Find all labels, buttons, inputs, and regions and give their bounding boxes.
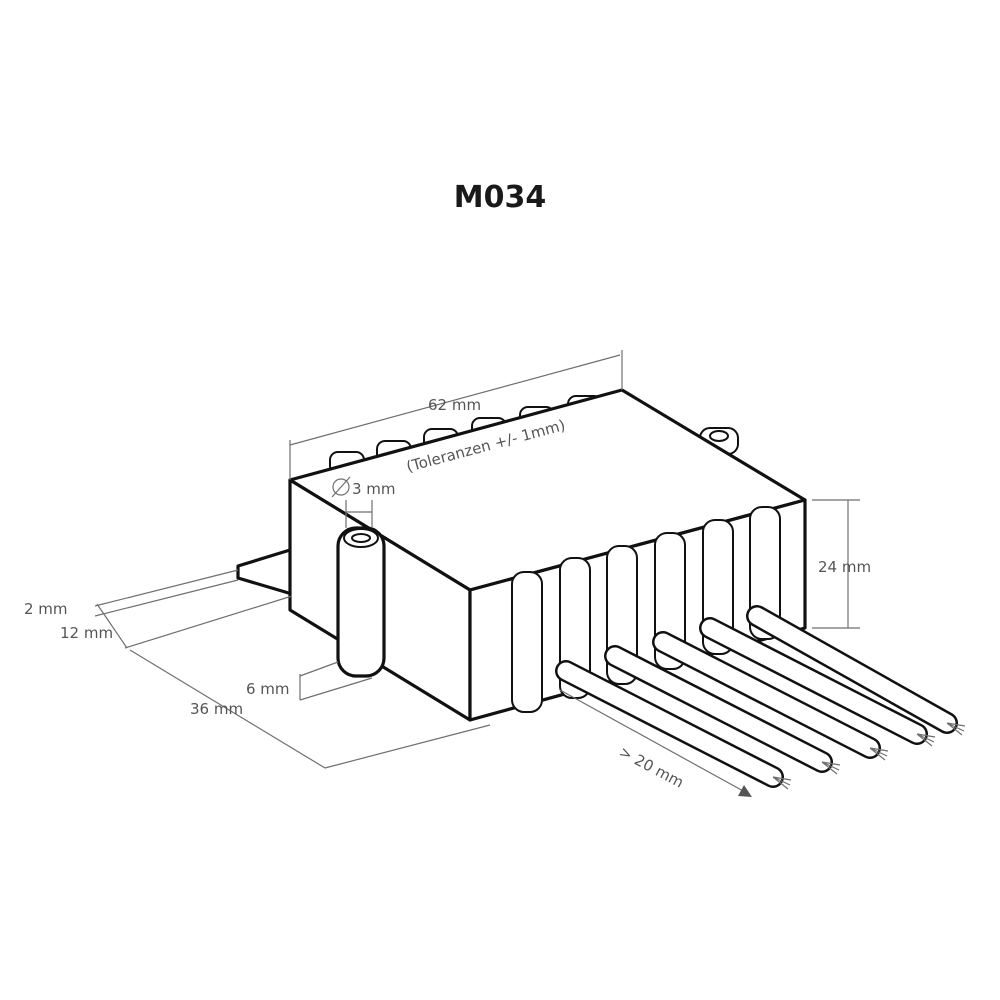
flange-thickness-label: 2 mm [24,600,68,618]
mounting-flange [236,548,294,596]
length-label: 62 mm [428,396,481,414]
dimension-depth: 36 mm [129,649,491,769]
offset-label: 6 mm [246,680,290,698]
wire [746,605,966,736]
wires [555,605,966,790]
dimension-offset: 6 mm [246,661,373,701]
depth-label: 36 mm [190,700,243,718]
mounting-post [336,526,386,678]
wire [699,617,936,747]
wire [555,660,792,790]
flange-width-label: 12 mm [60,624,113,642]
diagram-title: M034 [453,180,547,215]
wire [652,631,889,761]
wire-length-label: > 20 mm [616,743,687,792]
hole-label: 3 mm [352,480,396,498]
height-label: 24 mm [818,558,871,576]
dimension-height: 24 mm [812,499,871,629]
dimension-flange: 2 mm 12 mm [24,569,293,649]
dimension-hole: 3 mm [331,476,396,528]
wire [604,645,841,775]
